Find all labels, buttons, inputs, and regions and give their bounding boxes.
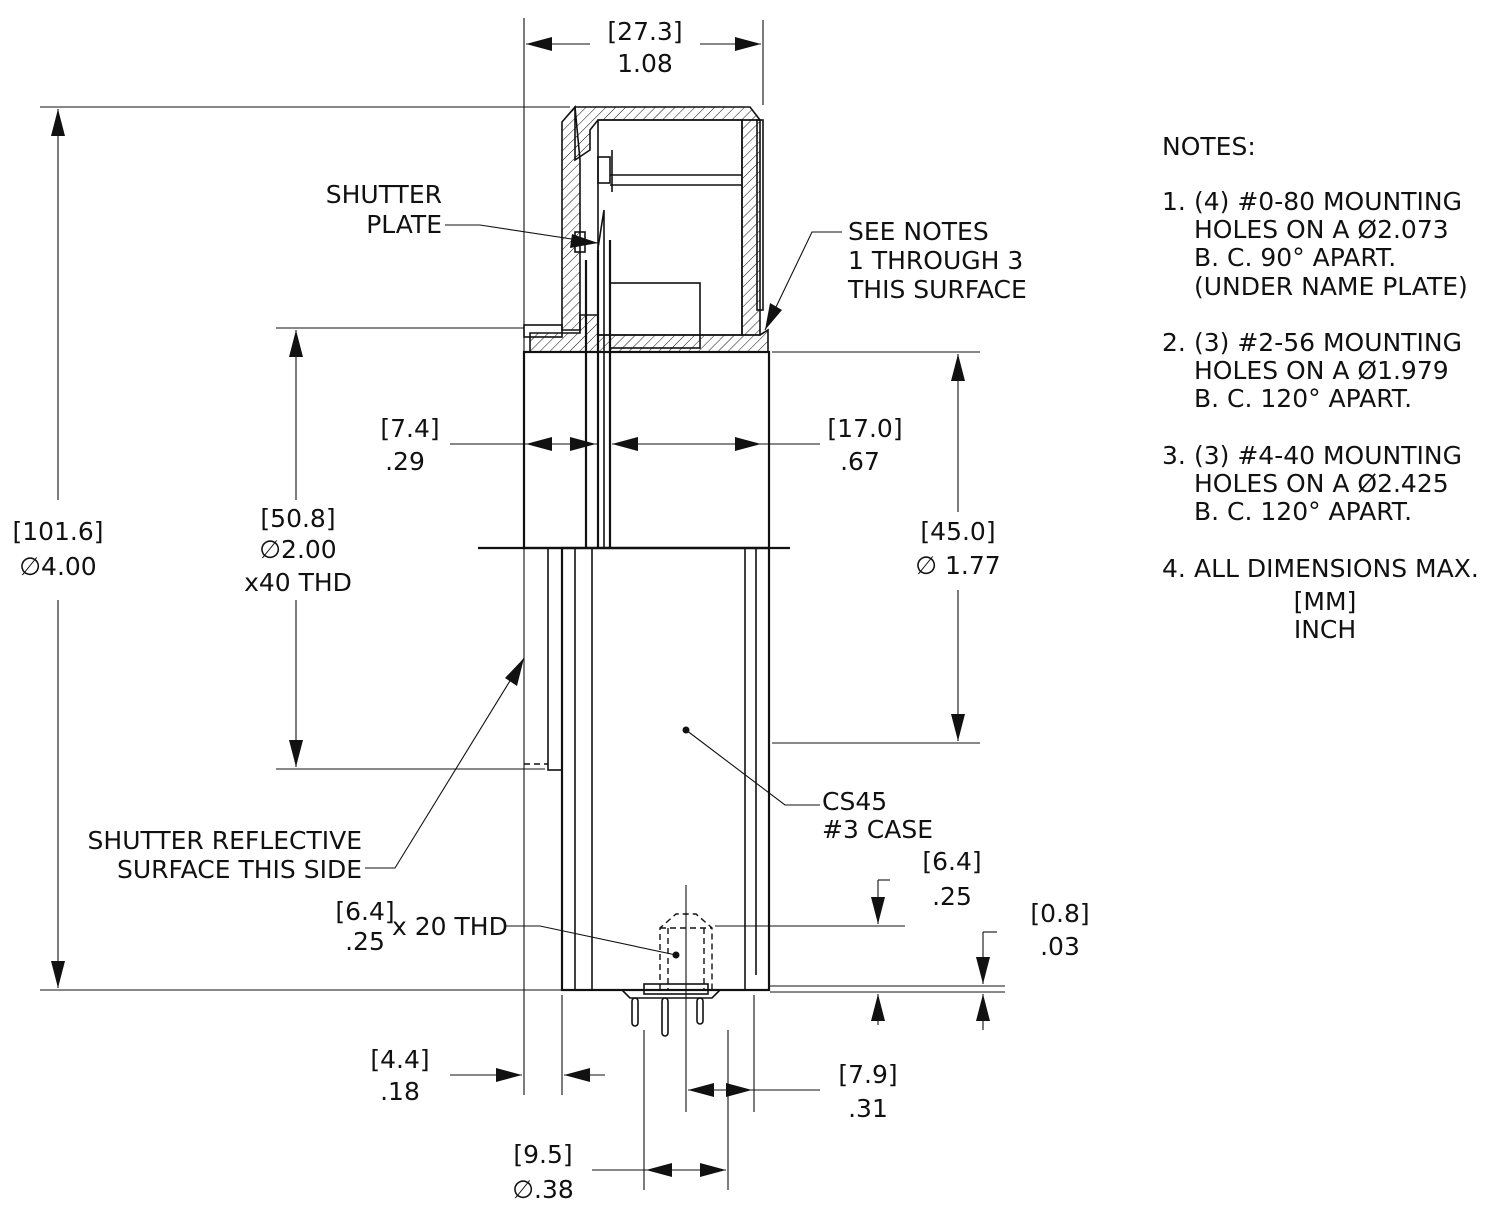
dim-shutter-offset-inch: .29: [385, 447, 425, 476]
label-shutter: SHUTTER: [326, 180, 442, 209]
pin-3: [696, 997, 704, 1025]
note-3-line: HOLES ON A Ø2.425: [1194, 469, 1449, 498]
dim-plate-face-inch: .67: [840, 447, 880, 476]
note-1-line: B. C. 90° APART.: [1194, 243, 1396, 272]
dim-thread-pitch: x40 THD: [244, 568, 352, 597]
dim-pin-circle-mm: [9.5]: [513, 1140, 572, 1169]
extension-lines: [40, 18, 1005, 1190]
dim-width-inch: 1.08: [617, 49, 673, 78]
label-case: #3 CASE: [822, 815, 933, 844]
housing-top-wall: [574, 106, 762, 162]
dim-tapped-inch: .25: [345, 927, 385, 956]
pin-2: [661, 997, 669, 1037]
note-4-line: ALL DIMENSIONS MAX.: [1194, 554, 1479, 583]
dim-body-mm: [45.0]: [920, 517, 995, 546]
connector: [621, 989, 721, 999]
dim-hole-depth-mm: [6.4]: [922, 847, 981, 876]
dim-standoff-inch: .03: [1040, 932, 1080, 961]
pin-1: [631, 997, 639, 1027]
leaders: [365, 224, 842, 959]
notes-units-inch: INCH: [1294, 615, 1356, 644]
dim-width-mm: [27.3]: [607, 17, 682, 46]
case-body: [524, 546, 771, 1037]
dim-thread-inch: ∅2.00: [259, 535, 336, 564]
dim-body-inch: ∅ 1.77: [915, 551, 1000, 580]
dim-tapped-mm: [6.4]: [335, 897, 394, 926]
rotor: [597, 156, 611, 184]
shutter-housing: [523, 105, 769, 353]
dim-shutter-offset-mm: [7.4]: [380, 414, 439, 443]
dim-plate-face-mm: [17.0]: [827, 414, 902, 443]
note-4-num: 4.: [1162, 554, 1186, 583]
dim-diameter-inch: ∅4.00: [19, 552, 96, 581]
dim-pin-offset-mm: [7.9]: [838, 1060, 897, 1089]
housing-left-wall: [561, 105, 581, 331]
notes-units-mm: [MM]: [1294, 587, 1357, 616]
callout-labels: SHUTTER PLATE SEE NOTES 1 THROUGH 3 THIS…: [88, 180, 1027, 884]
note-2-num: 2.: [1162, 328, 1186, 357]
label-cs45: CS45: [822, 787, 887, 816]
label-see-notes: SEE NOTES: [848, 217, 989, 246]
note-1-line: (UNDER NAME PLATE): [1194, 272, 1468, 301]
name-plate-edge: [756, 119, 764, 311]
note-1-line: HOLES ON A Ø2.073: [1194, 215, 1449, 244]
label-this-surface: THIS SURFACE: [847, 275, 1027, 304]
dim-thread-length-mm: [4.4]: [370, 1045, 429, 1074]
note-3-line: (3) #4-40 MOUNTING: [1194, 441, 1462, 470]
dim-hole-depth-inch: .25: [932, 882, 972, 911]
label-through: 1 THROUGH 3: [848, 246, 1023, 275]
label-plate: PLATE: [366, 210, 442, 239]
dimension-lines: [51, 37, 997, 1177]
notes-block: NOTES: 1. (4) #0-80 MOUNTING HOLES ON A …: [1162, 132, 1479, 644]
dim-diameter-mm: [101.6]: [12, 517, 103, 546]
dim-thread-mm: [50.8]: [260, 504, 335, 533]
note-2-line: B. C. 120° APART.: [1194, 384, 1412, 413]
note-2-line: (3) #2-56 MOUNTING: [1194, 328, 1462, 357]
note-2-line: HOLES ON A Ø1.979: [1194, 356, 1449, 385]
note-3-num: 3.: [1162, 441, 1186, 470]
note-1-num: 1.: [1162, 187, 1186, 216]
dimension-labels: [27.3] 1.08 [101.6] ∅4.00 [50.8] ∅2.00 x…: [12, 17, 1089, 1204]
housing-cavity: [597, 119, 743, 336]
label-surface-side: SURFACE THIS SIDE: [117, 855, 362, 884]
dim-standoff-mm: [0.8]: [1030, 899, 1089, 928]
lens-barrel: [547, 547, 563, 771]
note-3-line: B. C. 120° APART.: [1194, 497, 1412, 526]
dim-thread-length-inch: .18: [380, 1077, 420, 1106]
dim-tapped-thread: x 20 THD: [392, 912, 508, 941]
dim-pin-offset-inch: .31: [848, 1094, 888, 1123]
notes-heading: NOTES:: [1162, 132, 1256, 161]
dim-pin-circle-inch: ∅.38: [512, 1175, 574, 1204]
threaded-section: [478, 350, 790, 550]
label-reflective: SHUTTER REFLECTIVE: [88, 826, 362, 855]
note-1-line: (4) #0-80 MOUNTING: [1194, 187, 1462, 216]
threaded-body: [522, 350, 771, 550]
